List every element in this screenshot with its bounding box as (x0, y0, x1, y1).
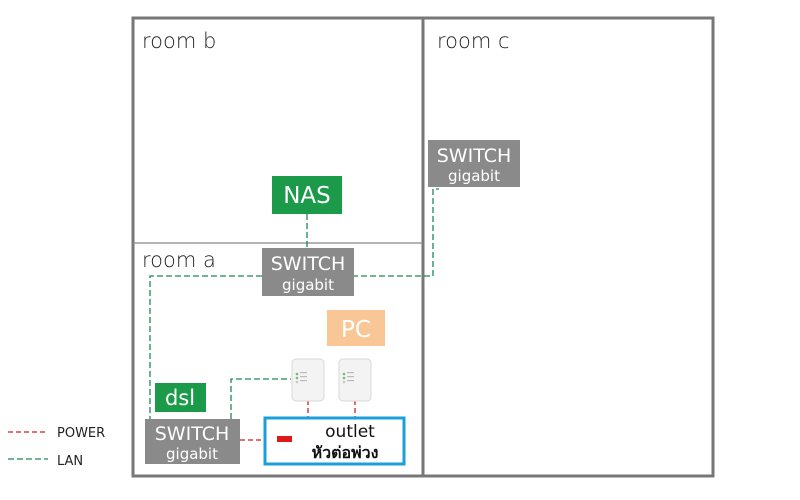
power-cables (240, 400, 356, 441)
floor-plan (131, 16, 715, 478)
outlet-power-strip: outlet หัวต่อพ่วง (263, 416, 406, 466)
room-c-title: room c (437, 29, 510, 53)
outlet-thai-label: หัวต่อพ่วง (312, 443, 379, 462)
nas-label: NAS (283, 183, 331, 209)
switch-room-c-line2: gigabit (448, 167, 500, 185)
switch-room-a-line2: gigabit (282, 276, 334, 294)
lan-switch-dsl-to-powerline (230, 378, 291, 419)
legend: POWER LAN (8, 426, 105, 469)
powerline-adapter-1 (291, 358, 325, 402)
switch-room-c: SWITCH gigabit (428, 140, 520, 187)
lan-switch-a-to-switch-dsl (149, 275, 262, 420)
legend-power-label: POWER (57, 426, 105, 441)
room-a-title: room a (142, 248, 216, 272)
dsl-label: dsl (165, 386, 195, 410)
switch-dsl-line2: gigabit (166, 445, 218, 463)
switch-room-c-line1: SWITCH (437, 145, 512, 167)
pc-device: PC (327, 310, 385, 346)
switch-room-a: SWITCH gigabit (262, 248, 354, 296)
outlet-label: outlet (325, 422, 375, 442)
switch-dsl-line1: SWITCH (155, 423, 230, 445)
pc-label: PC (341, 317, 371, 343)
room-b-title: room b (142, 29, 216, 53)
outlet-socket (277, 436, 292, 442)
dsl-device: dsl (155, 383, 206, 412)
switch-dsl: SWITCH gigabit (145, 419, 240, 464)
nas-device: NAS (272, 176, 342, 214)
legend-lan-label: LAN (57, 454, 83, 469)
switch-room-a-line1: SWITCH (271, 253, 346, 275)
powerline-adapter-2 (338, 358, 372, 402)
